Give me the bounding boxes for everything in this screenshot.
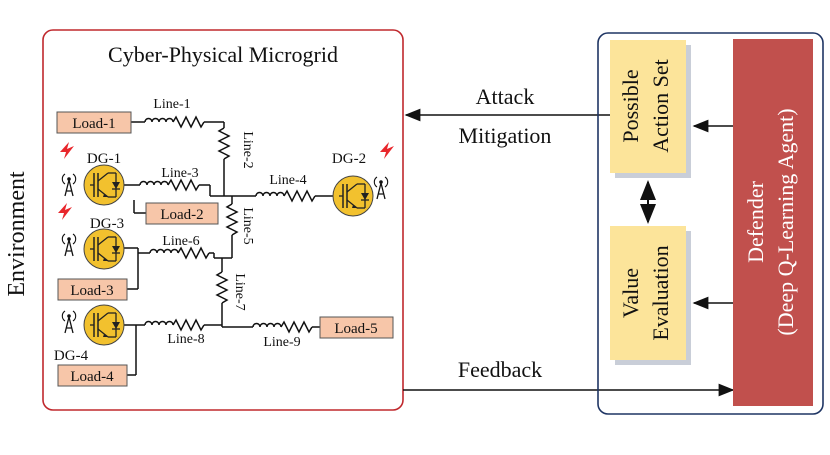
environment-label: Environment — [4, 171, 30, 297]
defender-box: Defender (Deep Q-Learning Agent) — [733, 39, 813, 406]
svg-text:Load-2: Load-2 — [160, 207, 203, 223]
load-2: Load-2 — [145, 202, 219, 225]
svg-text:Load-3: Load-3 — [70, 283, 113, 299]
antenna-icon — [61, 310, 77, 334]
svg-text:Possible: Possible — [618, 69, 643, 142]
line-9-label: Line-9 — [263, 335, 300, 350]
antenna-icon — [61, 173, 77, 197]
svg-text:DG-1: DG-1 — [87, 151, 121, 167]
lightning-icon — [60, 142, 74, 159]
lightning-icon — [58, 203, 72, 220]
microgrid-title: Cyber-Physical Microgrid — [108, 42, 338, 67]
svg-text:(Deep Q-Learning Agent): (Deep Q-Learning Agent) — [773, 108, 798, 335]
line-8-label: Line-8 — [167, 332, 204, 347]
line-4-label: Line-4 — [269, 173, 306, 188]
load-1: Load-1 — [56, 111, 132, 134]
lightning-icon — [380, 142, 394, 159]
dg-4: DG-4 — [54, 304, 125, 364]
attack-label: Attack — [476, 84, 535, 109]
line-3-label: Line-3 — [161, 166, 198, 181]
value-evaluation-box: Value Evaluation — [610, 226, 691, 365]
agent-box — [597, 32, 824, 415]
svg-text:Evaluation: Evaluation — [648, 245, 673, 340]
line-5-label: Line-5 — [240, 207, 255, 244]
svg-text:Action Set: Action Set — [648, 59, 673, 153]
svg-text:Load-1: Load-1 — [72, 116, 115, 132]
line-7-label: Line-7 — [232, 273, 247, 310]
svg-text:Load-5: Load-5 — [334, 321, 377, 337]
load-3: Load-3 — [57, 278, 128, 301]
antenna-icon — [373, 176, 389, 200]
svg-text:DG-4: DG-4 — [54, 348, 89, 364]
line-2-label: Line-2 — [240, 131, 255, 168]
svg-text:Load-4: Load-4 — [70, 369, 114, 385]
dg-2: DG-2 — [332, 151, 374, 217]
grid-wiring — [123, 115, 333, 376]
environment-box — [42, 29, 404, 411]
mitigation-label: Mitigation — [459, 123, 552, 148]
antenna-icon — [61, 233, 77, 257]
line-6-label: Line-6 — [162, 234, 199, 249]
dg-1: DG-1 — [83, 151, 125, 206]
load-4: Load-4 — [57, 364, 128, 387]
possible-action-set-box: Possible Action Set — [610, 40, 691, 178]
svg-text:DG-2: DG-2 — [332, 151, 366, 167]
feedback-label: Feedback — [458, 357, 542, 382]
svg-text:Defender: Defender — [743, 180, 768, 263]
dg-3: DG-3 — [83, 216, 125, 270]
svg-text:Value: Value — [618, 268, 643, 318]
svg-text:DG-3: DG-3 — [90, 216, 124, 232]
line-1-label: Line-1 — [153, 97, 190, 112]
load-5: Load-5 — [319, 316, 394, 339]
